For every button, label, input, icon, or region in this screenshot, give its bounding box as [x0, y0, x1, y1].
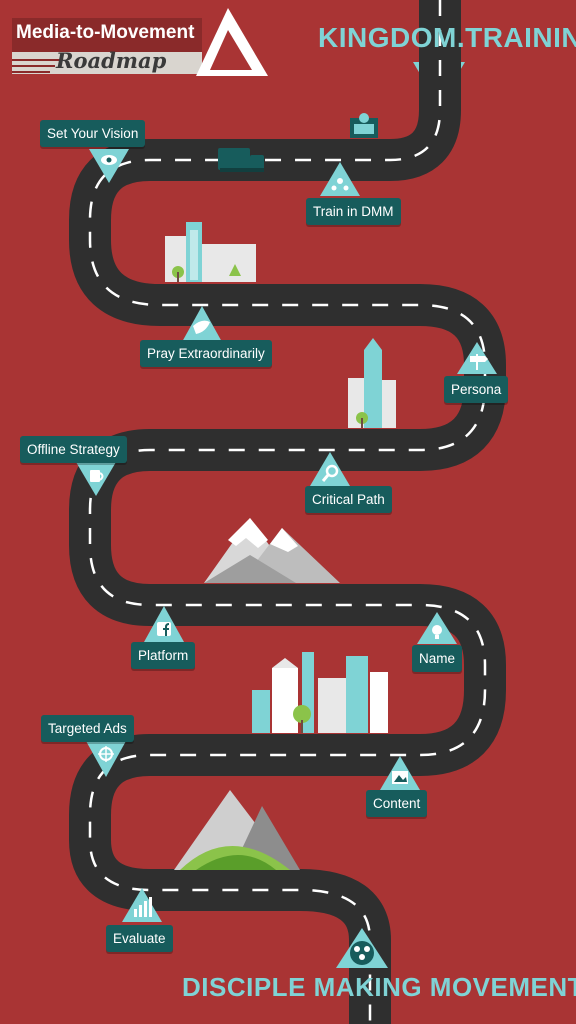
step-marker-targeted-ads: [86, 741, 126, 777]
step-marker-evaluate: [122, 888, 162, 922]
step-marker-set-your-vision: [89, 149, 129, 183]
gas-station-icon: [350, 113, 378, 138]
step-label-critical-path: Critical Path: [305, 486, 392, 513]
city-skyline-1: [165, 222, 256, 282]
step-label-name: Name: [412, 645, 463, 672]
step-marker-persona: [457, 342, 497, 374]
step-marker-offline-strategy: [76, 462, 116, 496]
step-marker-content: [380, 756, 420, 790]
truck-icon: [218, 148, 264, 172]
road: [69, 0, 506, 1024]
step-label-offline-strategy: Offline Strategy: [20, 436, 127, 463]
step-label-persona: Persona: [444, 376, 509, 403]
step-marker-train-in-dmm: [320, 162, 360, 196]
step-marker-pray-extraordinarily: [182, 306, 222, 342]
brand-name: KINGDOM.TRAINING: [318, 22, 576, 53]
step-marker-platform: [144, 606, 184, 642]
step-label-targeted-ads: Targeted Ads: [41, 715, 134, 742]
green-hills: [174, 790, 300, 870]
title-line-2: Roadmap: [56, 48, 167, 73]
step-label-evaluate: Evaluate: [106, 925, 173, 952]
title-line-1: Media-to-Movement: [16, 22, 195, 43]
title-graphic: [12, 8, 268, 76]
step-marker-critical-path: [310, 452, 350, 486]
snowy-mountains: [204, 518, 340, 583]
step-label-content: Content: [366, 790, 428, 817]
community-marker: [336, 928, 388, 968]
step-label-set-your-vision: Set Your Vision: [40, 120, 146, 147]
step-label-platform: Platform: [131, 642, 196, 669]
city-skyline-3: [252, 652, 388, 733]
footer-tagline: DISCIPLE MAKING MOVEMENT: [182, 972, 576, 1002]
city-skyline-2: [348, 338, 396, 428]
step-label-pray-extraordinarily: Pray Extraordinarily: [140, 340, 272, 367]
step-label-train-in-dmm: Train in DMM: [306, 198, 401, 225]
step-marker-name: [417, 612, 457, 644]
